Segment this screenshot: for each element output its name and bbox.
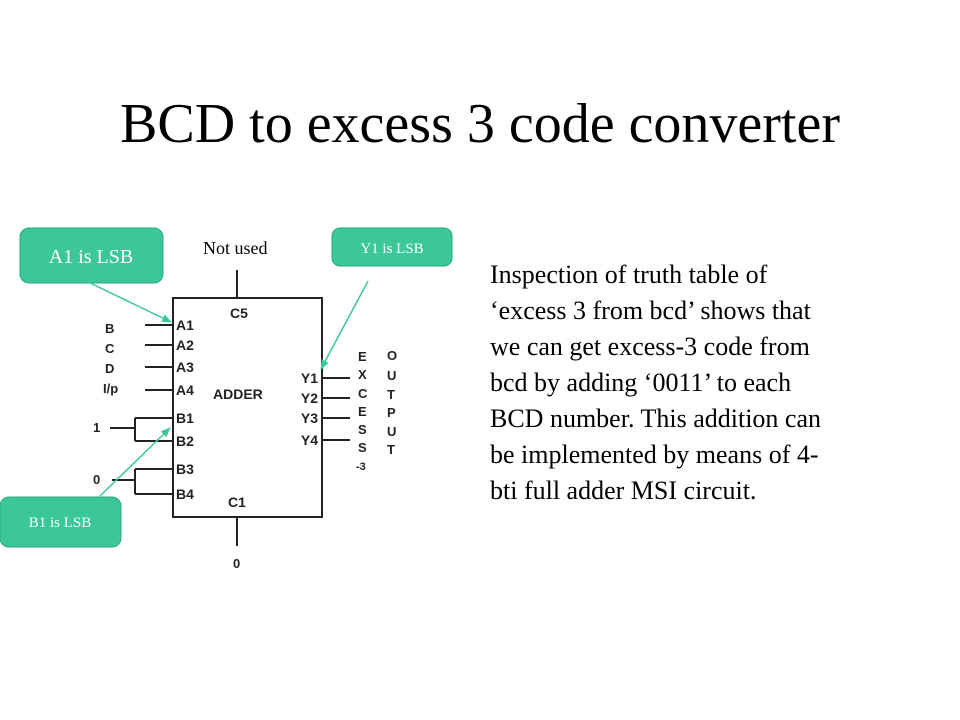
input-label-ip: I/p: [103, 381, 118, 396]
input-label-c: C: [105, 341, 115, 356]
output-word-letter: U: [387, 368, 396, 383]
output-excess-letter: S: [358, 440, 367, 455]
carry-out-label: C5: [230, 305, 248, 321]
output-word-letter: T: [387, 387, 395, 402]
not-used-note: Not used: [203, 238, 268, 258]
pin-label-a2: A2: [176, 337, 194, 353]
callout-y1-arrow: [320, 280, 369, 370]
callout-y1-box: [331, 227, 453, 267]
adder-label: ADDER: [213, 386, 263, 402]
output-word-letter: U: [387, 424, 396, 439]
paragraph-line: BCD number. This addition can: [490, 404, 821, 433]
paragraph-line: Inspection of truth table of: [490, 260, 768, 289]
pin-label-a4: A4: [176, 382, 194, 398]
output-word-letter: P: [387, 405, 396, 420]
pin-label-a3: A3: [176, 359, 194, 375]
explanation-paragraph: Inspection of truth table of ‘excess 3 f…: [490, 257, 950, 509]
b-low-value: 0: [93, 472, 100, 487]
callout-b1-text: B1 is LSB: [29, 515, 92, 531]
b-high-value: 1: [93, 420, 100, 435]
output-excess-letter: S: [358, 422, 367, 437]
output-excess-letter: E: [358, 404, 367, 419]
pin-label-b1: B1: [176, 410, 194, 426]
pin-label-y2: Y2: [301, 390, 318, 406]
paragraph-line: bcd by adding ‘0011’ to each: [490, 368, 792, 397]
callout-y1-text: Y1 is LSB: [360, 241, 423, 257]
pin-label-b2: B2: [176, 433, 194, 449]
callout-a1-text: A1 is LSB: [49, 246, 133, 268]
callout-b1-box: [0, 496, 122, 548]
pin-label-b4: B4: [176, 486, 194, 502]
output-word-letter: T: [387, 442, 395, 457]
pin-label-y1: Y1: [301, 370, 318, 386]
carry-in-value: 0: [233, 556, 240, 571]
output-excess-letter: X: [358, 367, 367, 382]
callout-a1-arrow: [85, 280, 172, 323]
input-label-d: D: [105, 361, 114, 376]
pin-label-b3: B3: [176, 461, 194, 477]
pin-label-y4: Y4: [301, 432, 318, 448]
input-label-b: B: [105, 321, 114, 336]
output-word-letter: O: [387, 348, 397, 363]
adder-block: [172, 297, 323, 518]
output-excess-letter: -3: [356, 461, 366, 473]
pin-label-y3: Y3: [301, 410, 318, 426]
output-excess-letter: C: [358, 386, 368, 401]
output-excess-letter: E: [358, 349, 367, 364]
carry-in-label: C1: [228, 494, 246, 510]
paragraph-line: ‘excess 3 from bcd’ shows that: [490, 296, 811, 325]
slide-title: BCD to excess 3 code converter: [120, 93, 840, 155]
callout-b1-arrow: [99, 427, 171, 497]
paragraph-line: be implemented by means of 4-: [490, 440, 819, 469]
paragraph-line: we can get excess-3 code from: [490, 332, 810, 361]
pin-label-a1: A1: [176, 317, 194, 333]
paragraph-line: bti full adder MSI circuit.: [490, 476, 757, 505]
